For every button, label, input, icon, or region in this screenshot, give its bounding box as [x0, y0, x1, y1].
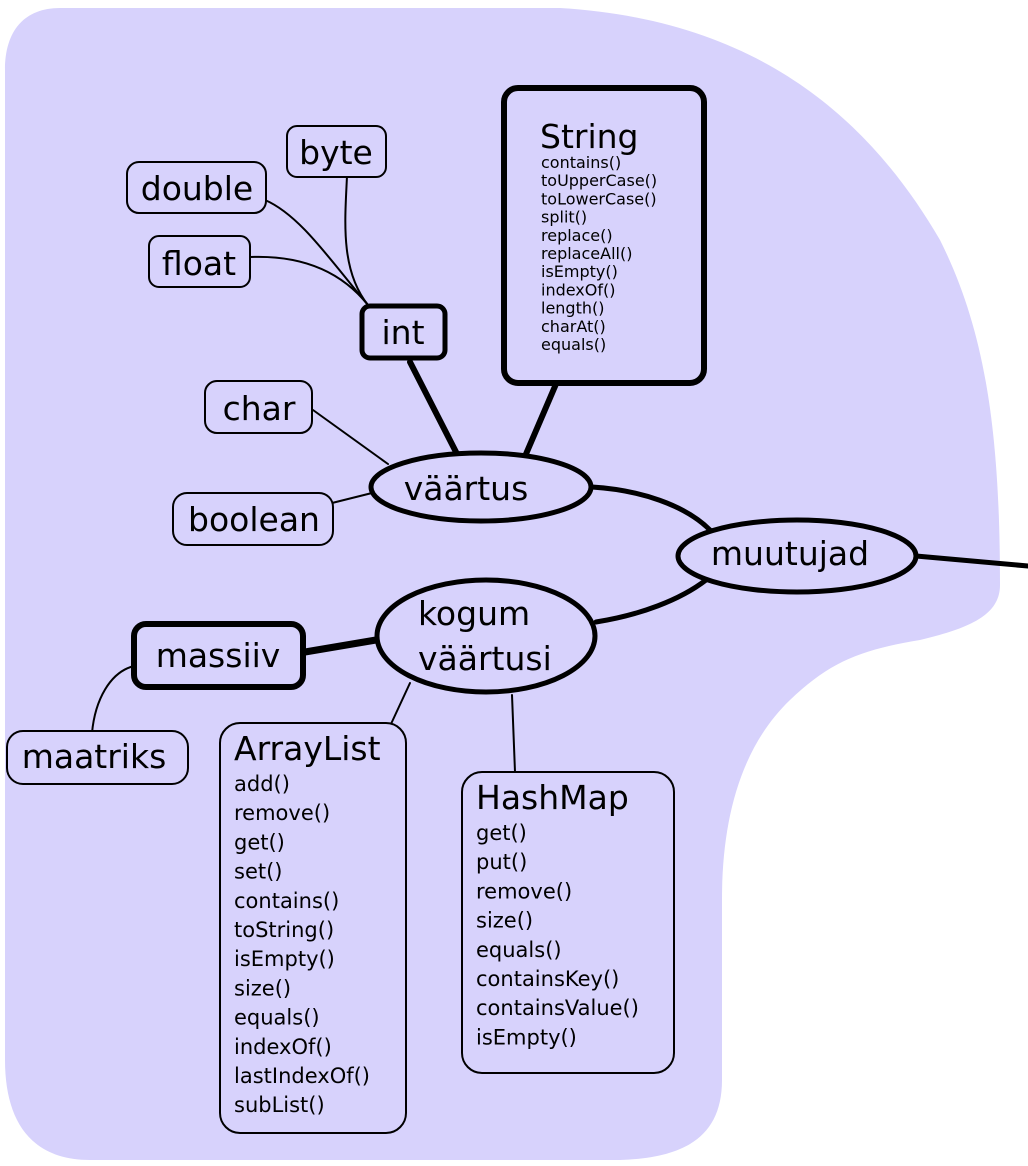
hashmap-method-containskey: containsKey()	[476, 967, 619, 991]
node-float-box	[148, 235, 251, 288]
hashmap-method-isempty: isEmpty()	[476, 1025, 577, 1049]
node-char-label: char	[223, 389, 296, 428]
arraylist-method-lastindexof: lastIndexOf()	[234, 1064, 370, 1088]
arraylist-method-equals: equals()	[234, 1006, 320, 1030]
connector-int-vaartus	[407, 359, 459, 455]
node-byte-label: byte	[299, 133, 373, 172]
arraylist-method-set: set()	[234, 860, 282, 884]
node-kogum-label-line1: kogum	[418, 594, 530, 633]
string-method-isempty: isEmpty()	[541, 262, 618, 281]
node-vaartus-shape	[368, 450, 594, 524]
node-massiiv-label: massiiv	[156, 636, 281, 675]
arraylist-method-size: size()	[234, 976, 291, 1000]
string-method-replaceall: replaceAll()	[541, 244, 632, 263]
connector-byte-int	[344, 175, 369, 306]
string-method-touppercase: toUpperCase()	[541, 171, 657, 190]
node-double-box	[126, 161, 267, 214]
node-muutujad-label: muutujad	[711, 534, 869, 573]
string-method-indexof: indexOf()	[541, 280, 615, 299]
node-maatriks-label: maatriks	[22, 737, 167, 776]
hashmap-method-put: put()	[476, 850, 527, 874]
node-int-box	[359, 303, 448, 361]
connector-muutujad-exit	[913, 553, 1028, 569]
node-double-label: double	[141, 169, 253, 208]
string-method-replace: replace()	[541, 226, 613, 245]
node-float-label: float	[162, 244, 236, 283]
hashmap-method-remove: remove()	[476, 879, 572, 903]
string-method-contains: contains()	[541, 153, 621, 172]
arraylist-method-indexof: indexOf()	[234, 1035, 332, 1059]
arraylist-method-get: get()	[234, 830, 285, 854]
arraylist-method-add: add()	[234, 772, 290, 796]
hashmap-box	[461, 771, 675, 1074]
node-int-label: int	[381, 313, 424, 352]
node-boolean-label: boolean	[188, 500, 320, 539]
hashmap-method-equals: equals()	[476, 938, 562, 962]
node-kogum-label-line2: väärtusi	[418, 639, 552, 678]
hashmap-method-containsvalue: containsValue()	[476, 996, 639, 1020]
arraylist-box-title: ArrayList	[234, 729, 381, 768]
arraylist-method-list: add() remove() get() set() contains() toStrin…	[234, 772, 370, 1117]
arraylist-method-sublist: subList()	[234, 1093, 325, 1117]
string-method-list: contains()toUpperCase()toLowerCase()spli…	[541, 153, 657, 354]
string-method-split: split()	[541, 208, 587, 227]
string-box-title: String	[540, 117, 638, 156]
arraylist-method-contains: contains()	[234, 889, 339, 913]
connector-char-vaartus	[312, 409, 389, 465]
string-method-length: length()	[541, 299, 604, 318]
hashmap-box-title: HashMap	[476, 778, 629, 817]
node-char-box	[204, 380, 313, 434]
connector-arraylist-kogum	[390, 682, 411, 725]
arraylist-method-remove: remove()	[234, 801, 330, 825]
node-kogum-shape	[374, 577, 598, 695]
connectors	[91, 175, 1028, 773]
connector-kogum-muutujad	[593, 577, 709, 625]
arraylist-method-isempty: isEmpty()	[234, 947, 335, 971]
node-byte-box	[286, 125, 387, 178]
node-muutujad-shape	[675, 517, 919, 595]
connector-boolean-vaartus	[331, 492, 373, 504]
hashmap-method-list: get() put() remove() size() equals() contains…	[476, 821, 639, 1049]
connector-vaartus-muutujad	[589, 484, 713, 533]
arraylist-box	[219, 722, 407, 1134]
node-boolean-box	[172, 492, 334, 546]
node-massiiv-box	[131, 621, 306, 690]
string-box	[501, 85, 707, 386]
string-method-equals: equals()	[541, 335, 606, 354]
string-method-charat: charAt()	[541, 317, 606, 336]
connector-maatriks-massiiv	[91, 665, 135, 734]
connector-string-vaartus	[523, 381, 559, 457]
hashmap-method-size: size()	[476, 909, 533, 933]
connector-double-int	[264, 199, 369, 306]
string-method-tolowercase: toLowerCase()	[541, 189, 657, 208]
hashmap-method-get: get()	[476, 821, 527, 845]
connector-float-int	[249, 255, 369, 306]
node-vaartus-label: väärtus	[404, 469, 529, 508]
connector-massiiv-kogum	[301, 636, 380, 656]
node-maatriks-box	[6, 730, 189, 785]
connector-hashmap-kogum	[511, 694, 516, 773]
arraylist-method-tostring: toString()	[234, 918, 334, 942]
